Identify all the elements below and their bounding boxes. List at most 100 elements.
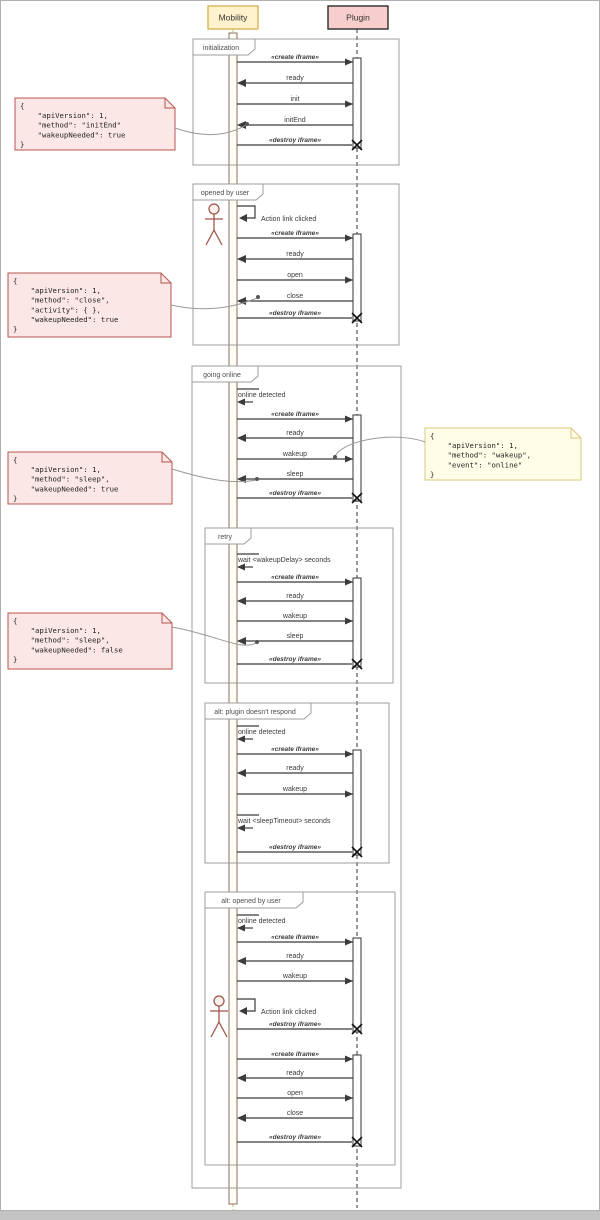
message-open: open bbox=[237, 272, 353, 284]
note-body[interactable] bbox=[424, 427, 582, 481]
message-wakeup: wakeup bbox=[237, 973, 353, 985]
message-create-iframe: «create iframe» bbox=[237, 574, 353, 586]
message-ready: ready bbox=[237, 765, 353, 777]
connector-curve bbox=[171, 468, 257, 483]
destroy-x-icon bbox=[351, 1136, 363, 1148]
note-text-line: "apiVersion": 1, bbox=[20, 111, 108, 120]
arrowhead-right bbox=[345, 750, 353, 758]
message-open: open bbox=[237, 1090, 353, 1102]
message-wakeup: wakeup bbox=[237, 786, 353, 798]
note-text-line: "method": "sleep", bbox=[13, 636, 110, 645]
note-wakeup[interactable]: { "apiVersion": 1, "method": "wakeup", "… bbox=[424, 427, 582, 481]
arrowhead-left bbox=[239, 214, 247, 222]
note-close[interactable]: { "apiVersion": 1, "method": "close", "a… bbox=[7, 272, 172, 338]
participant-label: Plugin bbox=[346, 13, 370, 23]
frame-label-text: retry bbox=[218, 534, 233, 541]
frame-label-tab bbox=[204, 891, 304, 909]
plugin-activation-bar-5 bbox=[352, 937, 362, 1033]
note-text-line: "apiVersion": 1, bbox=[13, 626, 101, 635]
note-body[interactable] bbox=[14, 97, 176, 151]
message-label: sleep bbox=[287, 633, 304, 640]
message-sleep: sleep bbox=[237, 633, 353, 645]
note-sleep-true[interactable]: { "apiVersion": 1, "method": "sleep", "w… bbox=[7, 451, 173, 505]
participant-plugin[interactable]: Plugin bbox=[327, 5, 389, 30]
self-message-label: online detected bbox=[238, 392, 286, 399]
note-text-line: { bbox=[20, 102, 24, 111]
note-text-line: "event": "online" bbox=[430, 460, 522, 469]
note-initend[interactable]: { "apiVersion": 1, "method": "initEnd" "… bbox=[14, 97, 176, 151]
note-body[interactable] bbox=[7, 272, 172, 338]
arrowhead-right bbox=[345, 790, 353, 798]
destroy-x-icon bbox=[351, 139, 363, 151]
plugin-activation-bar-4 bbox=[352, 749, 362, 856]
frame-border bbox=[192, 183, 400, 346]
self-message-wait-sleeptimeout-seconds: wait <sleepTimeout> seconds bbox=[237, 814, 331, 832]
message-destroy-iframe: «destroy iframe» bbox=[237, 656, 363, 670]
arrowhead-left bbox=[237, 597, 246, 605]
note-text-line: "activity": { }, bbox=[13, 305, 101, 314]
message-label: «destroy iframe» bbox=[269, 490, 321, 497]
message-label: «destroy iframe» bbox=[269, 137, 321, 144]
message-ready: ready bbox=[237, 593, 353, 605]
arrowhead-right bbox=[345, 578, 353, 586]
note-fold-corner bbox=[161, 452, 172, 463]
note-text-line: } bbox=[13, 325, 17, 334]
note-connector-1 bbox=[170, 295, 260, 310]
frame-label-text: alt: plugin doesn't respond bbox=[214, 709, 296, 716]
connector-endpoint-dot bbox=[256, 295, 260, 299]
note-text-line: "method": "sleep", bbox=[13, 475, 110, 484]
message-label: «create iframe» bbox=[271, 230, 319, 237]
frame-label-tab bbox=[204, 527, 252, 545]
connector-endpoint-dot bbox=[255, 477, 259, 481]
actor-leg-left bbox=[205, 229, 215, 246]
self-message-online-detected: online detected bbox=[237, 914, 286, 932]
frame-label-tab bbox=[192, 183, 264, 201]
message-label: wakeup bbox=[282, 613, 307, 620]
message-wakeup: wakeup bbox=[237, 613, 353, 625]
frame-border bbox=[192, 38, 400, 166]
note-body[interactable] bbox=[7, 612, 173, 670]
arrowhead-left bbox=[237, 735, 245, 743]
message-label: close bbox=[287, 293, 303, 300]
arrowhead-left bbox=[239, 1007, 247, 1015]
frame-opened-by-user: opened by user bbox=[192, 183, 400, 346]
frame-label-text: going online bbox=[203, 372, 241, 379]
arrowhead-right bbox=[345, 58, 353, 66]
arrowhead-left bbox=[237, 824, 245, 832]
message-create-iframe: «create iframe» bbox=[237, 54, 353, 66]
connector-endpoint-dot bbox=[245, 122, 249, 126]
message-label: ready bbox=[286, 75, 304, 82]
message-label: «destroy iframe» bbox=[269, 844, 321, 851]
note-text-line: } bbox=[13, 655, 17, 664]
connector-curve bbox=[170, 297, 258, 310]
message-init: init bbox=[237, 96, 353, 108]
message-create-iframe: «create iframe» bbox=[237, 934, 353, 946]
actor-user-1 bbox=[210, 995, 228, 1038]
message-label: «destroy iframe» bbox=[269, 1021, 321, 1028]
participant-mobility[interactable]: Mobility bbox=[207, 5, 259, 30]
participant-box[interactable] bbox=[207, 5, 259, 30]
frame-label-text: opened by user bbox=[201, 190, 250, 197]
note-body[interactable] bbox=[7, 451, 173, 505]
frame-label-text: alt: opened by user bbox=[221, 898, 281, 905]
actor-head bbox=[213, 995, 225, 1007]
arrowhead-right bbox=[345, 100, 353, 108]
message-label: «create iframe» bbox=[271, 54, 319, 61]
message-destroy-iframe: «destroy iframe» bbox=[237, 137, 363, 151]
self-loop-line bbox=[237, 998, 256, 1012]
arrowhead-left bbox=[237, 1114, 246, 1122]
self-loop-line bbox=[237, 205, 256, 219]
message-create-iframe: «create iframe» bbox=[237, 411, 353, 423]
connector-curve bbox=[174, 124, 247, 136]
message-create-iframe: «create iframe» bbox=[237, 1051, 353, 1063]
actor-leg-left bbox=[210, 1021, 220, 1038]
note-connector-3 bbox=[171, 468, 259, 483]
message-label: wakeup bbox=[282, 973, 307, 980]
actor-user-0 bbox=[205, 203, 223, 246]
destroy-x-icon bbox=[351, 658, 363, 670]
participant-box[interactable] bbox=[327, 5, 389, 30]
mobility-activation-bar bbox=[228, 32, 238, 1205]
note-sleep-false[interactable]: { "apiVersion": 1, "method": "sleep", "w… bbox=[7, 612, 173, 670]
arrowhead-right bbox=[345, 1055, 353, 1063]
note-fold-corner bbox=[161, 613, 172, 624]
